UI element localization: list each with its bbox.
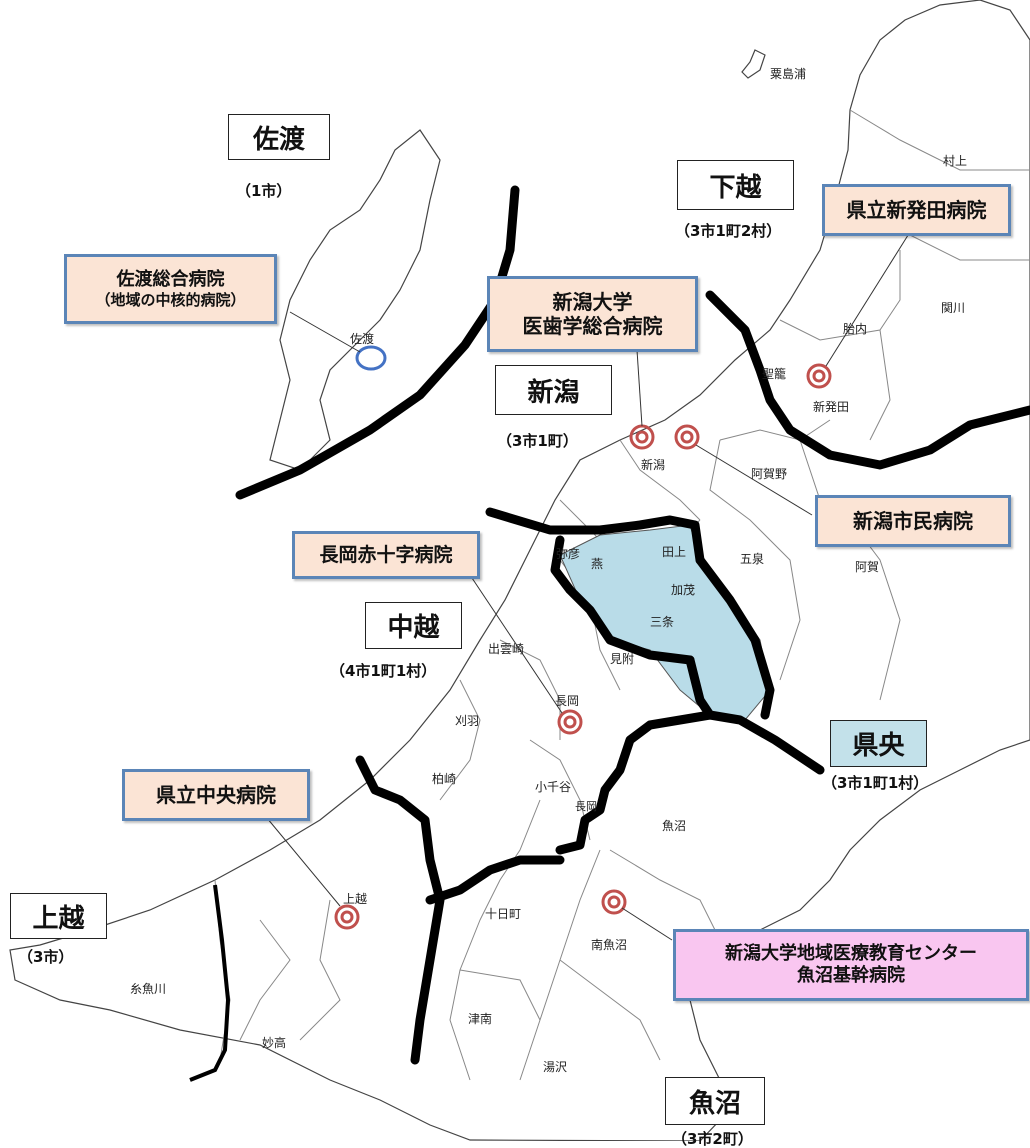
muni-yuzawa: 湯沢 (543, 1060, 568, 1074)
muni-tagami: 田上 (662, 545, 687, 559)
hospital-chuo-name: 県立中央病院 (156, 783, 276, 807)
muni-nagaoka: 長岡 (555, 694, 580, 708)
boundary-kenou-west (550, 535, 695, 665)
hospital-sado-role: （地域の中核的病院） (95, 290, 246, 309)
marker-niigata-city (674, 424, 700, 450)
hospital-nagaoka-name: 長岡赤十字病院 (319, 543, 453, 566)
region-chuetsu: 中越 (365, 602, 462, 649)
leader-shibata (825, 231, 911, 367)
hospital-niigata-univ-line1: 新潟大学 (552, 290, 633, 314)
muni-kamo: 加茂 (671, 583, 696, 597)
leader-sado (289, 311, 361, 353)
region-joetsu: 上越 (10, 893, 107, 939)
marker-shibata (806, 363, 832, 389)
leader-chuo (261, 811, 341, 907)
muni-sanjo: 三条 (650, 615, 675, 629)
hospital-niigata-univ: 新潟大学 医歯学総合病院 (487, 276, 698, 352)
muni-kashiwazaki: 柏崎 (432, 772, 457, 786)
region-uonuma: 魚沼 (665, 1077, 765, 1125)
muni-joetsu: 上越 (343, 892, 368, 906)
hospital-uonuma-line2: 魚沼基幹病院 (797, 965, 905, 986)
marker-uonuma (601, 889, 627, 915)
hospital-sado-name: 佐渡総合病院 (116, 269, 225, 291)
region-niigata: 新潟 (495, 365, 612, 415)
region-sado: 佐渡 (228, 114, 330, 160)
boundary-uonuma-north (555, 710, 715, 855)
region-chuetsu-count: （4市1町1村） (330, 662, 437, 680)
muni-agano: 阿賀野 (751, 467, 788, 481)
hospital-nagaoka: 長岡赤十字病院 (292, 531, 480, 579)
awashima-island (741, 49, 766, 79)
muni-tsubame: 燕 (591, 557, 604, 571)
hospital-uonuma: 新潟大学地域医療教育センター 魚沼基幹病院 (673, 929, 1029, 1001)
muni-nagaoka-south: 長岡 (575, 800, 597, 813)
region-kenou: 県央 (830, 720, 927, 767)
leader-niigata-city (695, 444, 813, 516)
muni-tainai: 胎内 (843, 322, 868, 336)
boundary-sado-niigata (235, 185, 520, 500)
muni-mitsuke: 見附 (610, 652, 635, 666)
hospital-niigata-city-name: 新潟市民病院 (853, 509, 973, 533)
boundary-kaetsu-niigata (705, 290, 1030, 470)
region-sado-count: （1市） (236, 182, 292, 200)
region-kenou-count: （3市1町1村） (822, 774, 929, 792)
muni-itoigawa: 糸魚川 (130, 982, 167, 996)
muni-aga: 阿賀 (855, 560, 880, 574)
boundary-kenou-north (485, 507, 705, 565)
muni-kariwa: 刈羽 (455, 714, 480, 728)
hospital-uonuma-line1: 新潟大学地域医療教育センター (725, 943, 977, 965)
region-niigata-count: （3市1町） (497, 432, 578, 450)
muni-sekikawa: 関川 (941, 301, 966, 315)
muni-niigata: 新潟 (641, 458, 666, 472)
muni-uonuma: 魚沼 (662, 819, 687, 833)
hospital-shibata-name: 県立新発田病院 (846, 198, 987, 222)
hospital-shibata: 県立新発田病院 (822, 184, 1011, 236)
boundary-chuetsu-joetsu (355, 755, 445, 1065)
muni-yahiko: 弥彦 (556, 547, 581, 561)
region-joetsu-count: （3市） (18, 948, 74, 966)
muni-murakami: 村上 (943, 154, 968, 168)
boundary-kenou-east (695, 555, 775, 720)
muni-seiro: 聖籠 (762, 367, 787, 381)
marker-sado (355, 345, 387, 371)
sado-island (269, 129, 441, 471)
muni-tsunan: 津南 (468, 1012, 493, 1026)
hospital-sado: 佐渡総合病院 （地域の中核的病院） (64, 254, 277, 324)
muni-gosen: 五泉 (740, 552, 765, 566)
leader-nagaoka (469, 574, 563, 714)
muni-myoko: 妙高 (262, 1036, 287, 1050)
muni-awashimaura: 粟島浦 (770, 67, 807, 81)
muni-sado: 佐渡 (350, 332, 375, 346)
marker-nagaoka (557, 709, 583, 735)
boundary-kenou-south (685, 655, 825, 775)
muni-izumozaki: 出雲崎 (488, 642, 525, 656)
hospital-chuo: 県立中央病院 (122, 769, 310, 821)
hospital-niigata-city: 新潟市民病院 (815, 495, 1011, 547)
hospital-niigata-univ-line2: 医歯学総合病院 (522, 314, 663, 338)
region-kaetsu-count: （3市1町2村） (675, 222, 782, 240)
muni-minamiuonuma: 南魚沼 (591, 938, 628, 952)
region-uonuma-count: （3市2町） (672, 1130, 753, 1148)
boundary-itoigawa (189, 884, 231, 1082)
muni-tokamachi: 十日町 (485, 907, 522, 921)
muni-ojiya: 小千谷 (535, 780, 572, 794)
muni-shibata: 新発田 (813, 400, 850, 414)
region-kaetsu: 下越 (677, 160, 794, 210)
leader-niigata-univ (636, 349, 643, 427)
boundary-chuetsu-uonuma (425, 855, 565, 905)
marker-chuo (334, 904, 360, 930)
leader-uonuma (621, 907, 673, 941)
